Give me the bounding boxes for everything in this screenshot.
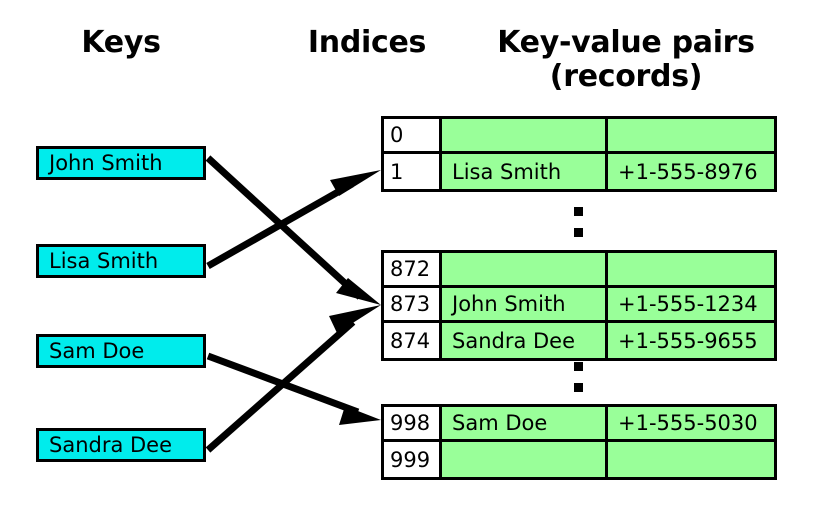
table-row[interactable]: 873 John Smith +1-555-1234	[384, 288, 774, 323]
cell-record-name: Sandra Dee	[442, 323, 608, 358]
column-header-indices: Indices	[307, 25, 427, 60]
arrow-sandra-dee-to-873	[205, 305, 381, 453]
cell-record-phone	[608, 442, 774, 477]
cell-record-phone: +1-555-1234	[608, 288, 774, 320]
arrow-lisa-smith-to-1	[206, 170, 381, 270]
cell-record-name: John Smith	[442, 288, 608, 320]
key-box-sandra-dee[interactable]: Sandra Dee	[36, 428, 206, 462]
cell-index: 0	[384, 119, 442, 151]
cell-record-name: Lisa Smith	[442, 154, 608, 189]
table-row[interactable]: 1 Lisa Smith +1-555-8976	[384, 154, 774, 189]
cell-record-name	[442, 119, 608, 151]
key-label: Sam Doe	[49, 339, 145, 363]
cell-index: 873	[384, 288, 442, 320]
cell-record-name	[442, 253, 608, 285]
column-header-keys: Keys	[81, 25, 161, 60]
cell-index: 1	[384, 154, 442, 189]
cell-index: 872	[384, 253, 442, 285]
vertical-ellipsis-icon	[572, 362, 584, 392]
key-box-john-smith[interactable]: John Smith	[36, 146, 206, 180]
hash-table-block-top: 0 1 Lisa Smith +1-555-8976	[381, 116, 777, 192]
key-label: Lisa Smith	[49, 249, 159, 273]
hash-table-block-bottom: 998 Sam Doe +1-555-5030 999	[381, 404, 777, 480]
hash-table-block-middle: 872 873 John Smith +1-555-1234 874 Sandr…	[381, 250, 777, 361]
key-label: Sandra Dee	[49, 433, 173, 457]
cell-index: 999	[384, 442, 442, 477]
column-header-key-value-line2: (records)	[549, 59, 703, 94]
cell-record-phone	[608, 119, 774, 151]
vertical-ellipsis-icon	[572, 207, 584, 237]
column-header-key-value-pairs: Key-value pairs (records)	[466, 26, 786, 94]
arrow-sam-doe-to-998	[206, 352, 381, 425]
cell-record-phone: +1-555-5030	[608, 407, 774, 439]
arrow-john-smith-to-873	[205, 155, 381, 305]
cell-record-phone: +1-555-8976	[608, 154, 774, 189]
cell-record-name: Sam Doe	[442, 407, 608, 439]
cell-index: 998	[384, 407, 442, 439]
key-label: John Smith	[49, 151, 163, 175]
table-row[interactable]: 998 Sam Doe +1-555-5030	[384, 407, 774, 442]
table-row[interactable]: 874 Sandra Dee +1-555-9655	[384, 323, 774, 358]
cell-record-name	[442, 442, 608, 477]
key-box-sam-doe[interactable]: Sam Doe	[36, 334, 206, 368]
table-row[interactable]: 0	[384, 119, 774, 154]
table-row[interactable]: 999	[384, 442, 774, 477]
cell-record-phone: +1-555-9655	[608, 323, 774, 358]
column-header-key-value-line1: Key-value pairs	[497, 25, 755, 60]
cell-index: 874	[384, 323, 442, 358]
table-row[interactable]: 872	[384, 253, 774, 288]
cell-record-phone	[608, 253, 774, 285]
key-box-lisa-smith[interactable]: Lisa Smith	[36, 244, 206, 278]
